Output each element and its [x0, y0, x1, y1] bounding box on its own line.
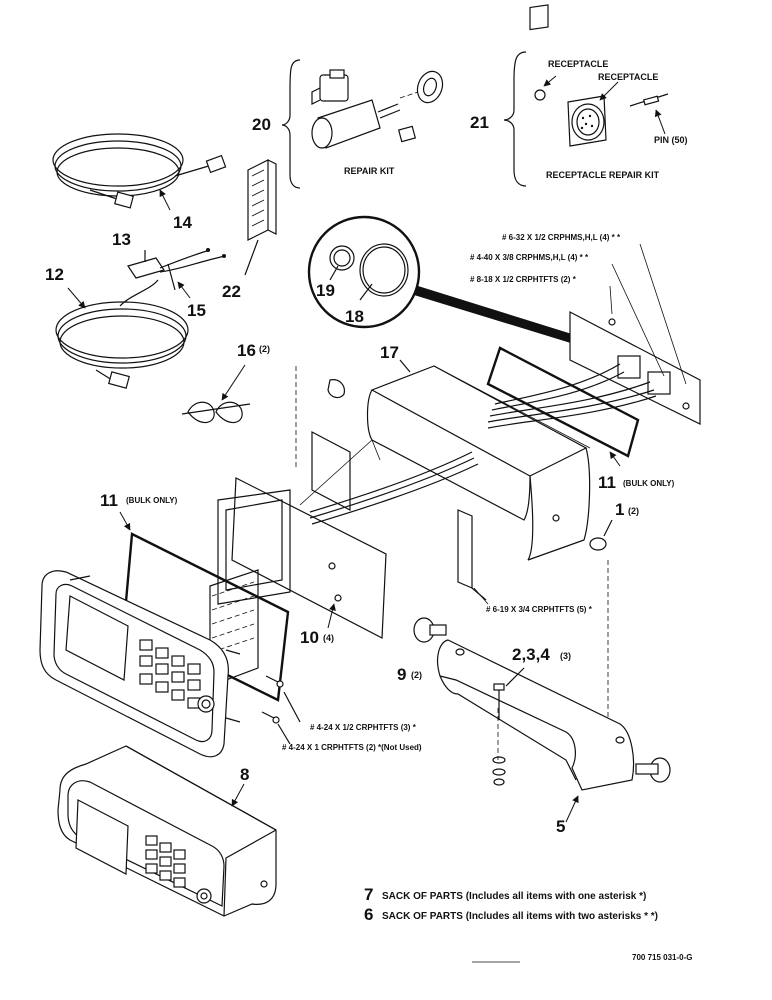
callout-5: 5	[556, 817, 565, 836]
leader-424a	[283, 691, 301, 723]
leader-632	[639, 243, 687, 385]
note-7-text: SACK OF PARTS (Includes all items with o…	[382, 891, 646, 902]
connector-icon	[127, 248, 226, 291]
label-screw-440: # 4-40 X 3/8 CRPHMS,H,L (4) * *	[470, 253, 589, 262]
callout-18: 18	[345, 307, 364, 326]
screw-icon	[492, 683, 506, 786]
indicator-head-icon	[57, 745, 277, 917]
callout-11a: 11	[100, 491, 118, 510]
callout-13: 13	[112, 230, 131, 249]
label-screw-818: # 8-18 X 1/2 CRPHTFTS (2) *	[470, 275, 577, 284]
gasket-front-icon	[122, 532, 290, 702]
callout-1-qty: (2)	[628, 506, 639, 516]
repair-kit-group	[281, 59, 444, 189]
leader-pin	[654, 109, 666, 135]
keypad-icon	[139, 639, 201, 709]
callout-8: 8	[240, 765, 249, 784]
callout-9-qty: (2)	[411, 670, 422, 680]
leader-14	[159, 189, 171, 211]
callout-1: 1	[615, 500, 624, 519]
leader-17	[399, 359, 411, 373]
leader-16	[221, 364, 246, 401]
rear-panel-icon	[487, 311, 701, 429]
leader-1	[603, 519, 613, 537]
leader-5	[565, 795, 579, 823]
note-6-number: 6	[364, 905, 373, 924]
callout-15: 15	[187, 301, 206, 320]
label-repair-kit: REPAIR KIT	[344, 166, 395, 176]
callout-9: 9	[397, 665, 406, 684]
indicator-head-icon	[39, 570, 241, 758]
ribbon-cable-icon	[309, 451, 479, 525]
leader-11b	[609, 451, 621, 467]
label-receptacle-large: RECEPTACLE	[598, 72, 658, 82]
receptacle-kit-group	[503, 4, 669, 187]
callout-10-qty: (4)	[323, 633, 334, 643]
label-screw-619: # 6-19 X 3/4 CRPHTFTS (5) *	[486, 605, 593, 614]
label-screw-424b: # 4-24 X 1 CRPHTFTS (2) *(Not Used)	[282, 743, 422, 752]
clip-icon	[181, 401, 251, 424]
callout-19: 19	[316, 281, 335, 300]
leader-15	[177, 281, 191, 299]
callout-12: 12	[45, 265, 64, 284]
leader-22	[244, 239, 259, 276]
gasket-icon	[307, 215, 604, 352]
leader-12	[67, 287, 86, 309]
callout-234: 2,3,4	[512, 645, 550, 664]
drawing-number: 700 715 031-0-G	[632, 953, 693, 962]
callout-11a-note: (BULK ONLY)	[126, 496, 178, 505]
callout-10: 10	[300, 628, 319, 647]
bracket-icon	[436, 639, 635, 791]
leader-10	[327, 603, 336, 629]
callout-11b: 11	[598, 473, 616, 492]
callout-234-qty: (3)	[560, 651, 571, 661]
callout-14: 14	[173, 213, 192, 232]
note-6-text: SACK OF PARTS (Includes all items with t…	[382, 911, 658, 922]
note-7-number: 7	[364, 885, 373, 904]
callout-11b-note: (BULK ONLY)	[623, 479, 675, 488]
callout-17: 17	[380, 343, 399, 362]
callout-22: 22	[222, 282, 241, 301]
cable-icon	[52, 133, 227, 209]
callout-16: 16	[237, 341, 256, 360]
screw-icon	[261, 675, 284, 724]
label-screw-632: # 6-32 X 1/2 CRPHMS,H,L (4) * *	[502, 233, 621, 242]
callout-16-qty: (2)	[259, 344, 270, 354]
callout-21: 21	[470, 113, 489, 132]
label-pin: PIN (50)	[654, 135, 688, 145]
callout-20: 20	[252, 115, 271, 134]
cable-icon	[55, 279, 189, 389]
label-receptacle-small: RECEPTACLE	[548, 59, 608, 69]
leader-19	[329, 265, 339, 281]
keypad-icon	[145, 835, 186, 888]
leader-424b	[277, 723, 291, 745]
label-receptacle-repair-kit: RECEPTACLE REPAIR KIT	[546, 170, 660, 180]
knob-icon	[413, 617, 671, 783]
leader-234	[505, 667, 525, 687]
leader-11a	[119, 511, 131, 531]
leader-18	[359, 283, 373, 301]
mount-bracket-left	[311, 431, 351, 511]
circuit-board-icon	[247, 159, 277, 241]
leader-8	[231, 783, 245, 807]
gasket-rear-icon	[486, 346, 640, 458]
enclosure-icon	[299, 365, 591, 561]
leader-receptacle-large	[599, 81, 619, 101]
leader-receptacle-small	[543, 75, 557, 87]
label-screw-424a: # 4-24 X 1/2 CRPHTFTS (3) *	[310, 723, 417, 732]
